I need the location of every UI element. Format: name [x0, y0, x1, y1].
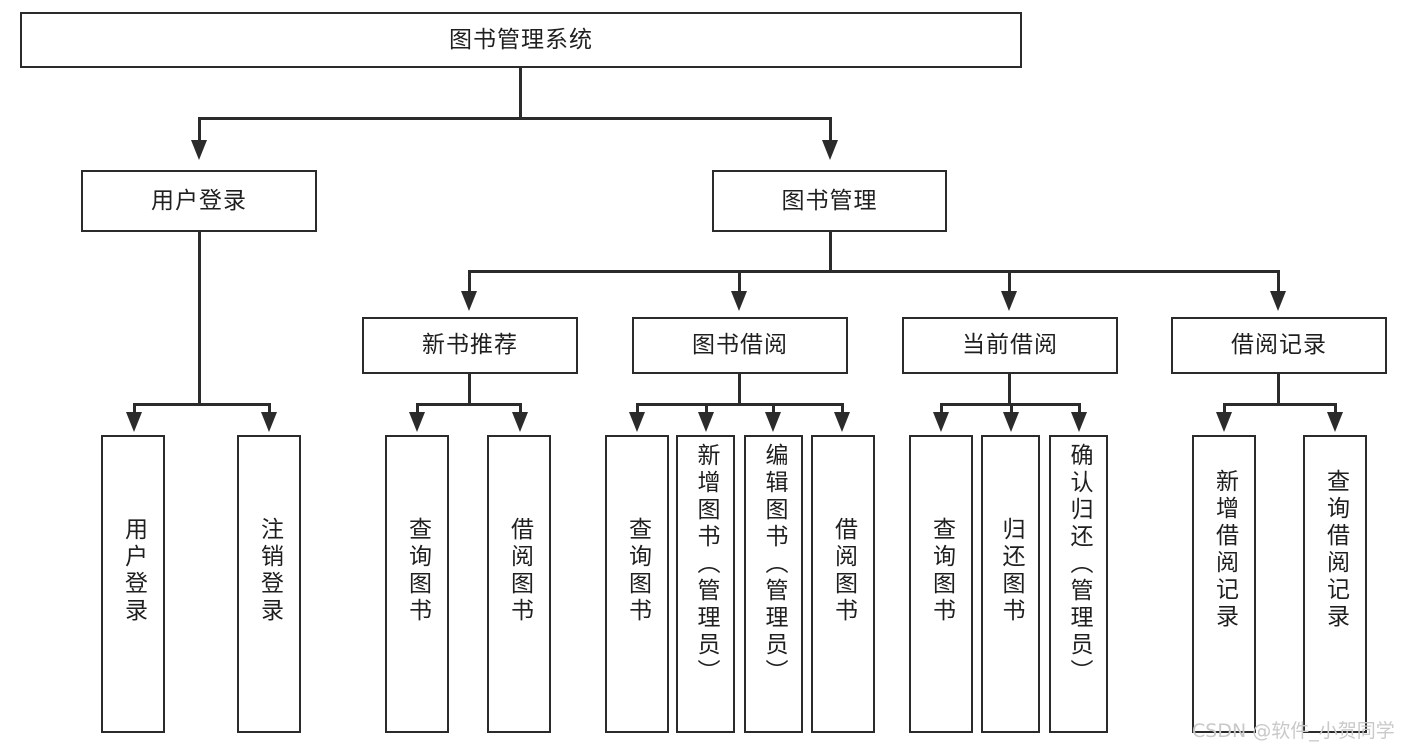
node-label: 新增图书（管理员） [693, 443, 719, 686]
leaf-user-login-1[interactable]: 注销登录 [237, 435, 301, 733]
arrow-to-user-login [191, 140, 207, 160]
node-label: 借阅图书 [830, 517, 857, 625]
leaf-book-borrow-2[interactable]: 编辑图书（管理员） [744, 435, 803, 733]
node-label: 用户登录 [151, 187, 247, 214]
connector-book-mgmt-bus [468, 270, 1279, 273]
connector-borrow-record-to-leaf-0 [1223, 403, 1226, 413]
node-book-management[interactable]: 图书管理 [712, 170, 947, 232]
leaf-new-book-recommend-0[interactable]: 查询图书 [385, 435, 449, 733]
leaf-book-borrow-0[interactable]: 查询图书 [605, 435, 669, 733]
node-label: 图书借阅 [692, 332, 788, 359]
leaf-current-borrow-1[interactable]: 归还图书 [981, 435, 1040, 733]
connector-root-to-user-login [198, 117, 201, 142]
connector-current-borrow-to-leaf-2 [1078, 403, 1081, 413]
connector-book-mgmt-stem [829, 232, 832, 272]
node-user-login[interactable]: 用户登录 [81, 170, 317, 232]
arrow-to-leaf-borrow-record-1 [1327, 412, 1343, 432]
connector-root-stem [519, 68, 522, 118]
node-label: 图书管理 [781, 187, 878, 214]
node-label: 新增借阅记录 [1211, 469, 1238, 631]
watermark-csdn: CSDN @软件_小贺同学 [1192, 720, 1395, 742]
node-label: 借阅记录 [1231, 332, 1327, 359]
connector-current-borrow-to-leaf-0 [940, 403, 943, 413]
leaf-book-borrow-3[interactable]: 借阅图书 [811, 435, 875, 733]
node-label: 当前借阅 [962, 332, 1058, 359]
node-label: 查询借阅记录 [1322, 469, 1349, 631]
arrow-to-new-book-recommend [461, 291, 477, 311]
arrow-to-leaf-user-login-0 [126, 412, 142, 432]
node-new-book-recommend[interactable]: 新书推荐 [362, 317, 578, 374]
connector-user-login-stem [198, 232, 201, 404]
node-root-library-system[interactable]: 图书管理系统 [20, 12, 1022, 68]
node-label: 用户登录 [120, 517, 147, 625]
connector-book-borrow-to-leaf-3 [841, 403, 844, 413]
leaf-current-borrow-2[interactable]: 确认归还（管理员） [1049, 435, 1108, 733]
arrow-to-leaf-new-book-1 [512, 412, 528, 432]
arrow-to-leaf-book-borrow-2 [765, 412, 781, 432]
connector-book-mgmt-to-l3-3 [1277, 270, 1280, 292]
leaf-borrow-record-0[interactable]: 新增借阅记录 [1192, 435, 1256, 733]
connector-book-borrow-bus [636, 403, 843, 406]
connector-current-borrow-stem [1008, 374, 1011, 404]
connector-borrow-record-to-leaf-1 [1334, 403, 1337, 413]
connector-new-book-stem [468, 374, 471, 404]
leaf-user-login-0[interactable]: 用户登录 [101, 435, 165, 733]
connector-new-book-to-leaf-1 [519, 403, 522, 413]
connector-root-to-book-mgmt [829, 117, 832, 142]
leaf-borrow-record-1[interactable]: 查询借阅记录 [1303, 435, 1367, 733]
connector-book-mgmt-to-l3-1 [738, 270, 741, 292]
connector-book-borrow-to-leaf-0 [636, 403, 639, 413]
connector-book-borrow-stem [738, 374, 741, 404]
arrow-to-borrow-record [1270, 291, 1286, 311]
connector-user-login-to-leaf-1 [268, 403, 271, 413]
arrow-to-book-mgmt [822, 140, 838, 160]
node-label: 查询图书 [928, 517, 955, 625]
connector-new-book-bus [416, 403, 521, 406]
connector-borrow-record-stem [1277, 374, 1280, 404]
arrow-to-leaf-user-login-1 [261, 412, 277, 432]
leaf-book-borrow-1[interactable]: 新增图书（管理员） [676, 435, 735, 733]
arrow-to-leaf-new-book-0 [409, 412, 425, 432]
node-label: 注销登录 [256, 517, 283, 625]
arrow-to-leaf-book-borrow-1 [698, 412, 714, 432]
node-label: 图书管理系统 [449, 26, 593, 53]
connector-borrow-record-bus [1223, 403, 1335, 406]
node-label: 确认归还（管理员） [1066, 443, 1092, 686]
connector-current-borrow-to-leaf-1 [1010, 403, 1013, 413]
connector-root-bus [198, 117, 831, 120]
node-label: 归还图书 [998, 517, 1024, 625]
connector-book-mgmt-to-l3-2 [1008, 270, 1011, 292]
arrow-to-book-borrow [731, 291, 747, 311]
node-label: 查询图书 [624, 517, 651, 625]
connector-user-login-bus [133, 403, 270, 406]
node-current-borrow[interactable]: 当前借阅 [902, 317, 1118, 374]
node-borrow-record[interactable]: 借阅记录 [1171, 317, 1387, 374]
arrow-to-leaf-current-borrow-0 [933, 412, 949, 432]
connector-book-borrow-to-leaf-1 [705, 403, 708, 413]
connector-new-book-to-leaf-0 [416, 403, 419, 413]
connector-user-login-to-leaf-0 [133, 403, 136, 413]
connector-book-mgmt-to-l3-0 [468, 270, 471, 292]
node-label: 借阅图书 [506, 517, 533, 625]
arrow-to-leaf-borrow-record-0 [1216, 412, 1232, 432]
node-label: 查询图书 [404, 517, 431, 625]
arrow-to-leaf-book-borrow-0 [629, 412, 645, 432]
arrow-to-leaf-current-borrow-2 [1071, 412, 1087, 432]
connector-book-borrow-to-leaf-2 [772, 403, 775, 413]
leaf-new-book-recommend-1[interactable]: 借阅图书 [487, 435, 551, 733]
node-label: 新书推荐 [422, 332, 518, 359]
node-book-borrow[interactable]: 图书借阅 [632, 317, 848, 374]
leaf-current-borrow-0[interactable]: 查询图书 [909, 435, 973, 733]
arrow-to-leaf-book-borrow-3 [834, 412, 850, 432]
arrow-to-current-borrow [1001, 291, 1017, 311]
arrow-to-leaf-current-borrow-1 [1003, 412, 1019, 432]
node-label: 编辑图书（管理员） [761, 443, 787, 686]
